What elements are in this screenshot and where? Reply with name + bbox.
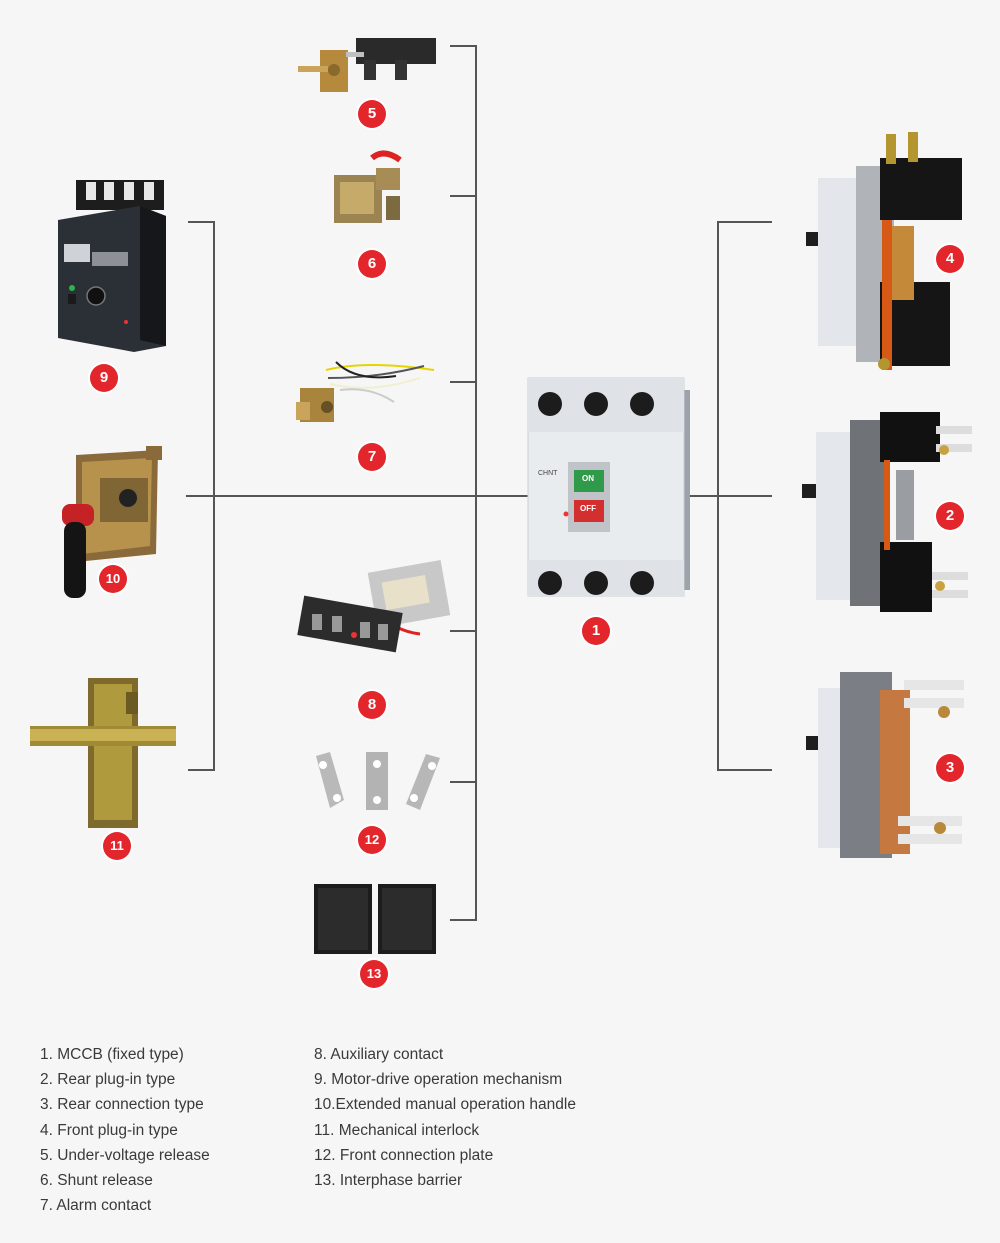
mccb-brand-label: CHNT bbox=[538, 470, 558, 477]
legend-item: 4. Front plug-in type bbox=[40, 1121, 178, 1139]
badge-10: 10 bbox=[99, 565, 127, 593]
handle-icon bbox=[62, 446, 162, 598]
legend-item: 11. Mechanical interlock bbox=[314, 1121, 480, 1139]
badge-6: 6 bbox=[358, 250, 386, 278]
legend-item: 2. Rear plug-in type bbox=[40, 1071, 176, 1089]
badge-3: 3 bbox=[936, 754, 964, 782]
legend-item: 6. Shunt release bbox=[40, 1172, 153, 1190]
legend-item: 12. Front connection plate bbox=[314, 1146, 494, 1164]
badge-1: 1 bbox=[582, 617, 610, 645]
auxiliary-contact-icon bbox=[297, 560, 451, 653]
legend-left: 1. MCCB (fixed type) 2. Rear plug-in typ… bbox=[40, 1042, 210, 1218]
shunt-release-icon bbox=[334, 150, 402, 223]
connection-plate-icon bbox=[316, 752, 440, 810]
legend-right: 8. Auxiliary contact 9. Motor-drive oper… bbox=[314, 1042, 576, 1193]
badge-12: 12 bbox=[358, 826, 386, 854]
alarm-contact-icon bbox=[296, 361, 435, 422]
badge-13: 13 bbox=[360, 960, 388, 988]
legend-item: 13. Interphase barrier bbox=[314, 1172, 463, 1190]
badge-9: 9 bbox=[90, 364, 118, 392]
mccb-off-label: OFF bbox=[580, 504, 596, 513]
legend-item: 10.Extended manual operation handle bbox=[314, 1096, 576, 1114]
rear-plugin-icon bbox=[802, 412, 972, 612]
rear-connection-icon bbox=[806, 672, 964, 858]
interlock-icon bbox=[30, 678, 176, 828]
badge-4: 4 bbox=[936, 245, 964, 273]
legend-item: 7. Alarm contact bbox=[40, 1197, 152, 1215]
badge-2: 2 bbox=[936, 502, 964, 530]
front-plugin-icon bbox=[806, 132, 962, 370]
legend-item: 3. Rear connection type bbox=[40, 1096, 204, 1114]
badge-8: 8 bbox=[358, 691, 386, 719]
under-voltage-release-icon bbox=[298, 38, 436, 92]
legend-item: 5. Under-voltage release bbox=[40, 1146, 210, 1164]
mccb-on-label: ON bbox=[582, 474, 594, 483]
mccb-icon bbox=[527, 377, 690, 597]
motor-drive-icon bbox=[58, 180, 166, 352]
badge-5: 5 bbox=[358, 100, 386, 128]
legend-item: 8. Auxiliary contact bbox=[314, 1046, 444, 1063]
legend-item: 1. MCCB (fixed type) bbox=[40, 1046, 184, 1063]
connector-lines bbox=[186, 45, 772, 921]
barrier-icon bbox=[314, 884, 436, 954]
badge-7: 7 bbox=[358, 443, 386, 471]
badge-11: 11 bbox=[103, 832, 131, 860]
legend-item: 9. Motor-drive operation mechanism bbox=[314, 1071, 563, 1089]
